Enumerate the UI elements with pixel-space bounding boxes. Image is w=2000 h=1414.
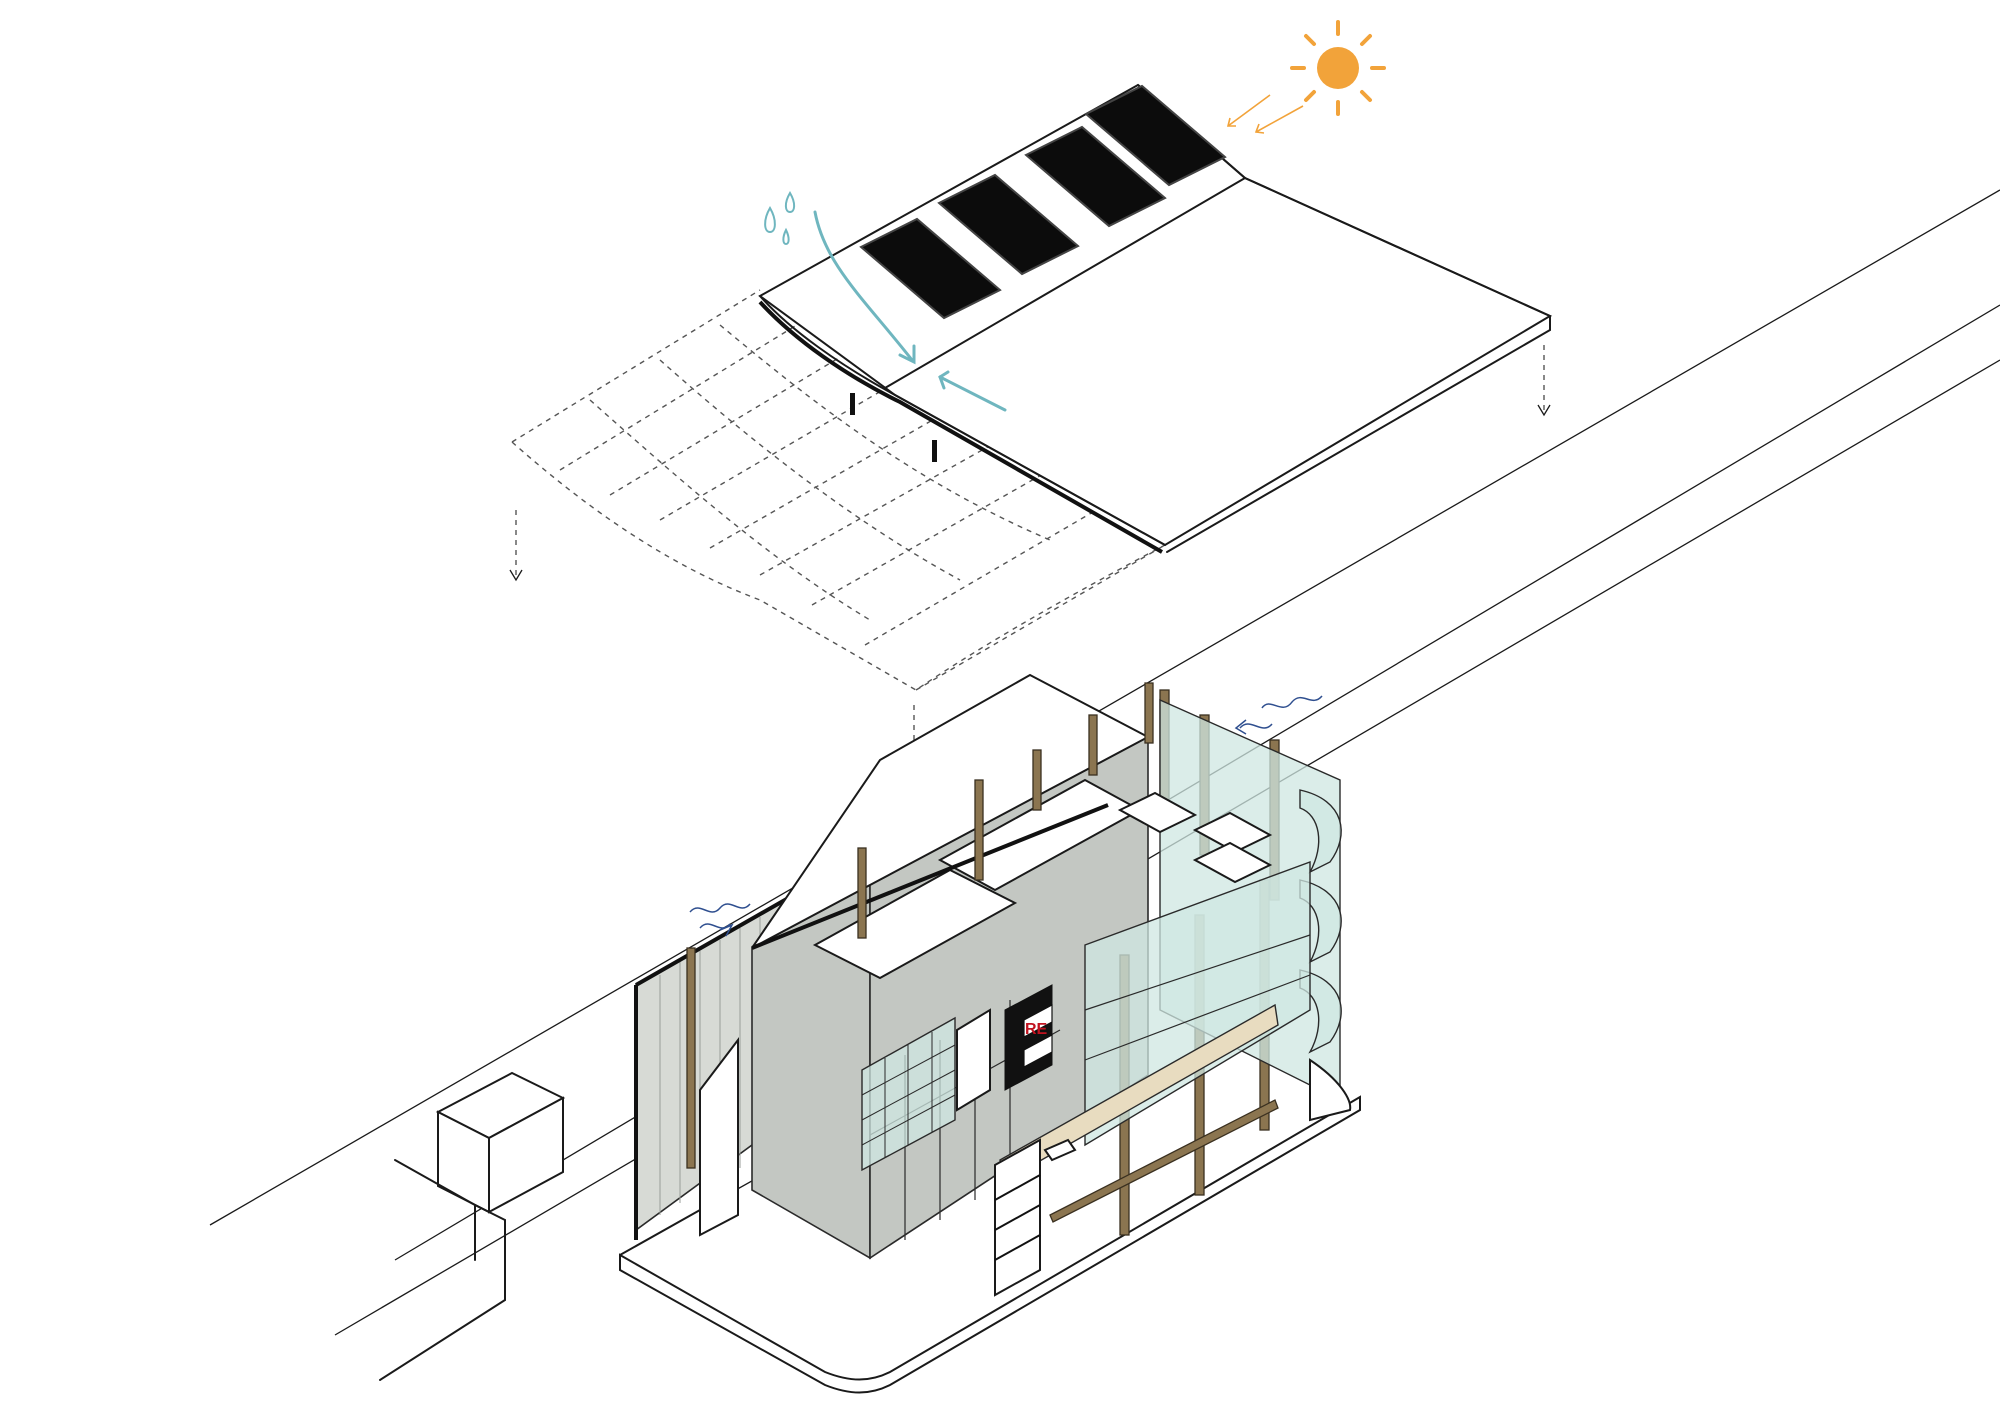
solar-panel [1084,84,1227,187]
counter [994,1003,1279,1297]
rain-drops-icon [764,191,796,246]
solar-panel [1024,125,1167,228]
wind-icon [1234,695,1323,735]
sign-text: RE [1025,1021,1048,1038]
utility-box [435,1071,566,1214]
dashed-canopy [511,289,1166,691]
sun-icon [1290,20,1386,116]
sun-ray-arrows [1226,94,1304,134]
solar-panel [937,173,1080,276]
water-flow-arrow [813,210,1007,412]
signage: RE [1004,984,1053,1091]
bottle-display [861,1016,956,1172]
glazed-front [1084,698,1352,1147]
roof-assembly [509,83,1553,777]
cabinet-block [751,673,1151,1260]
solar-panels [859,84,1227,320]
door-leaf [699,1037,739,1237]
solar-panel [859,217,1002,320]
low-wall [379,1159,506,1381]
wind-icon [689,903,751,937]
roof-trays [1117,791,1273,884]
